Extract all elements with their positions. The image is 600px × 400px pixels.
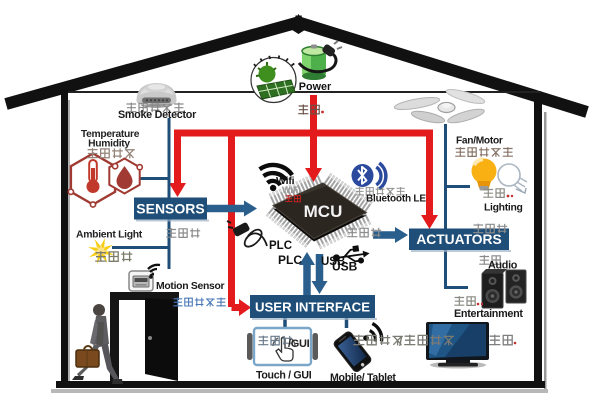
svg-text:USB: USB bbox=[321, 256, 345, 268]
svg-text:Temperature: Temperature bbox=[81, 129, 140, 140]
svg-text:ACTUATORS: ACTUATORS bbox=[416, 232, 501, 247]
svg-text:Lighting: Lighting bbox=[484, 203, 523, 214]
svg-text:/GUI: /GUI bbox=[288, 338, 310, 350]
svg-text:Bluetooth LE: Bluetooth LE bbox=[366, 194, 426, 205]
svg-text:Humidity: Humidity bbox=[88, 139, 130, 150]
svg-text:Wifi: Wifi bbox=[276, 175, 295, 187]
svg-text:/: / bbox=[399, 335, 403, 349]
svg-text:Power: Power bbox=[299, 81, 332, 93]
svg-text:Smoke Detector: Smoke Detector bbox=[118, 109, 197, 121]
svg-text:USB: USB bbox=[332, 260, 358, 274]
svg-text:WiFi: WiFi bbox=[282, 185, 301, 195]
svg-text:Touch / GUI: Touch / GUI bbox=[256, 370, 312, 382]
svg-text:PLC: PLC bbox=[278, 253, 302, 267]
svg-text:Ambient Light: Ambient Light bbox=[76, 230, 143, 241]
svg-text:PLC: PLC bbox=[269, 240, 292, 252]
svg-text:Audio: Audio bbox=[488, 260, 518, 272]
svg-text:Entertainment: Entertainment bbox=[454, 308, 523, 320]
svg-text:Mobile/ Tablet: Mobile/ Tablet bbox=[330, 372, 396, 384]
svg-text:MCU: MCU bbox=[304, 202, 343, 221]
svg-text:Motion Sensor: Motion Sensor bbox=[156, 281, 225, 292]
svg-text:SENSORS: SENSORS bbox=[136, 201, 204, 217]
svg-text:USER INTERFACE: USER INTERFACE bbox=[255, 299, 370, 314]
svg-text:Fan/Motor: Fan/Motor bbox=[456, 136, 503, 147]
